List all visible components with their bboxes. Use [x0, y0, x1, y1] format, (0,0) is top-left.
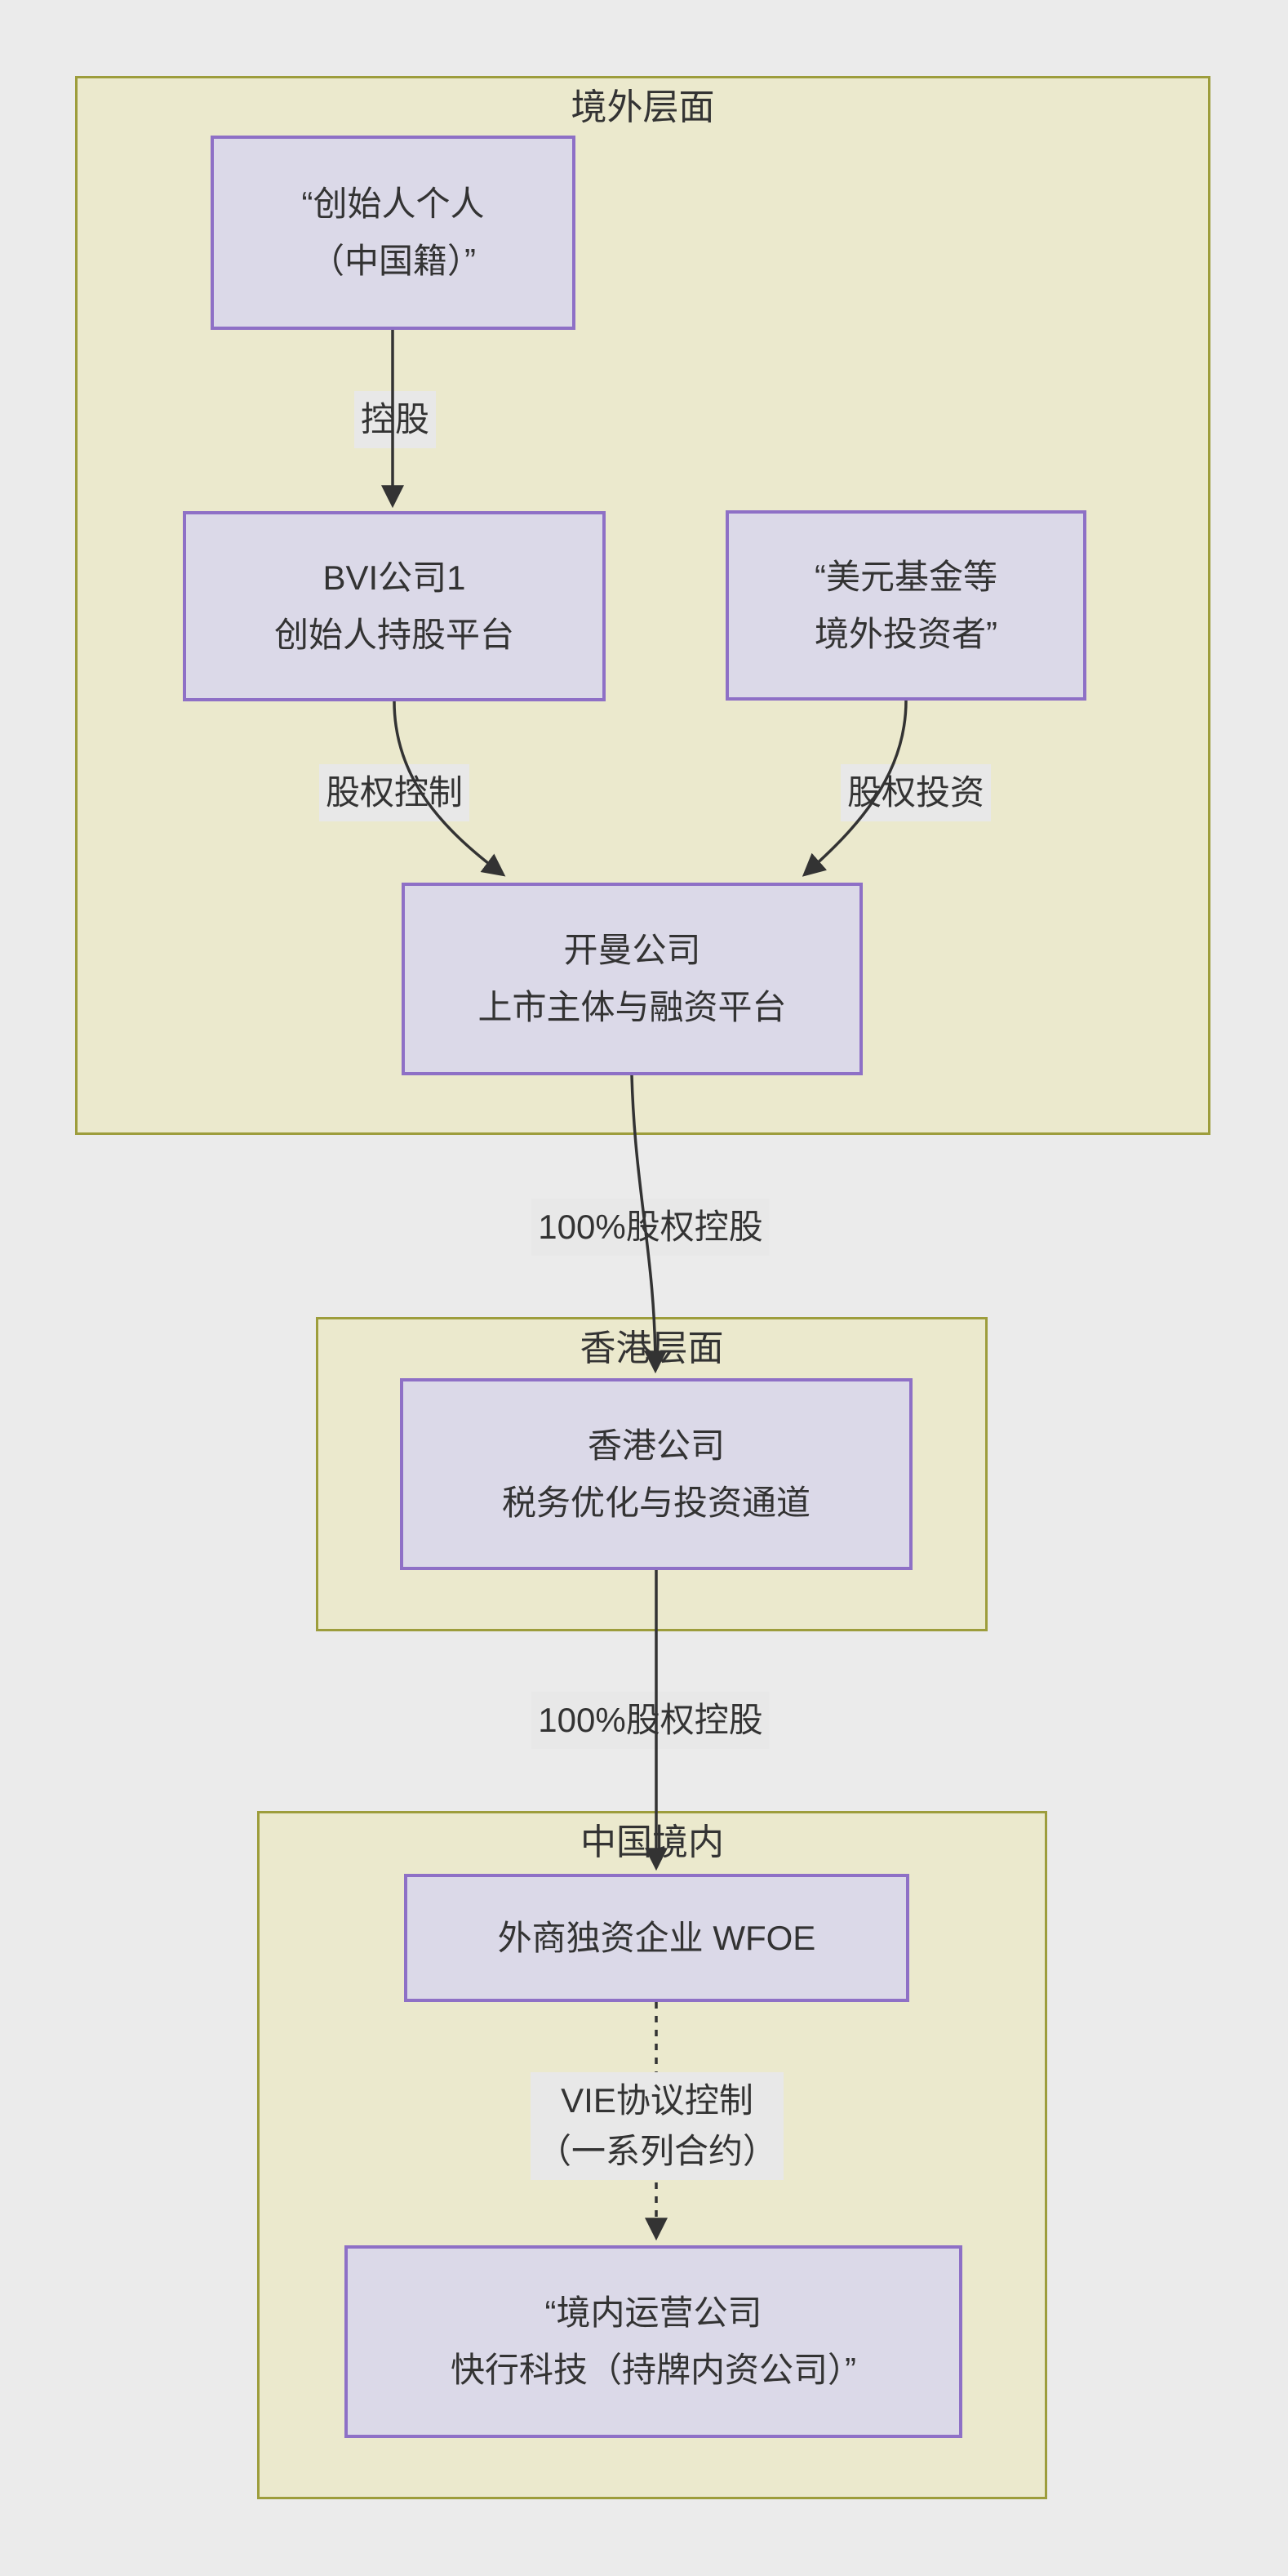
node-domestic-opco: “境内运营公司 快行科技（持牌内资公司）” — [344, 2245, 962, 2438]
container-hongkong-title: 香港层面 — [580, 1328, 724, 1368]
edge-label-holding: 控股 — [353, 391, 437, 448]
container-overseas-title: 境外层面 — [571, 87, 715, 127]
node-hk-company: 香港公司 税务优化与投资通道 — [400, 1378, 913, 1570]
node-founder: “创始人个人 （中国籍）” — [211, 136, 575, 330]
edge-label-100pct-holding-1: 100%股权控股 — [531, 1199, 770, 1256]
node-wfoe: 外商独资企业 WFOE — [404, 1874, 909, 2002]
edge-label-vie-agreements: VIE协议控制 （一系列合约） — [530, 2072, 784, 2180]
edge-label-equity-control: 股权控制 — [318, 764, 470, 821]
node-bvi-company: BVI公司1 创始人持股平台 — [183, 511, 606, 701]
edge-label-equity-investment: 股权投资 — [840, 764, 992, 821]
node-usd-investors: “美元基金等 境外投资者” — [726, 510, 1086, 701]
node-cayman-company: 开曼公司 上市主体与融资平台 — [402, 883, 863, 1075]
edge-label-100pct-holding-2: 100%股权控股 — [531, 1692, 770, 1749]
container-domestic-title: 中国境内 — [580, 1822, 724, 1862]
